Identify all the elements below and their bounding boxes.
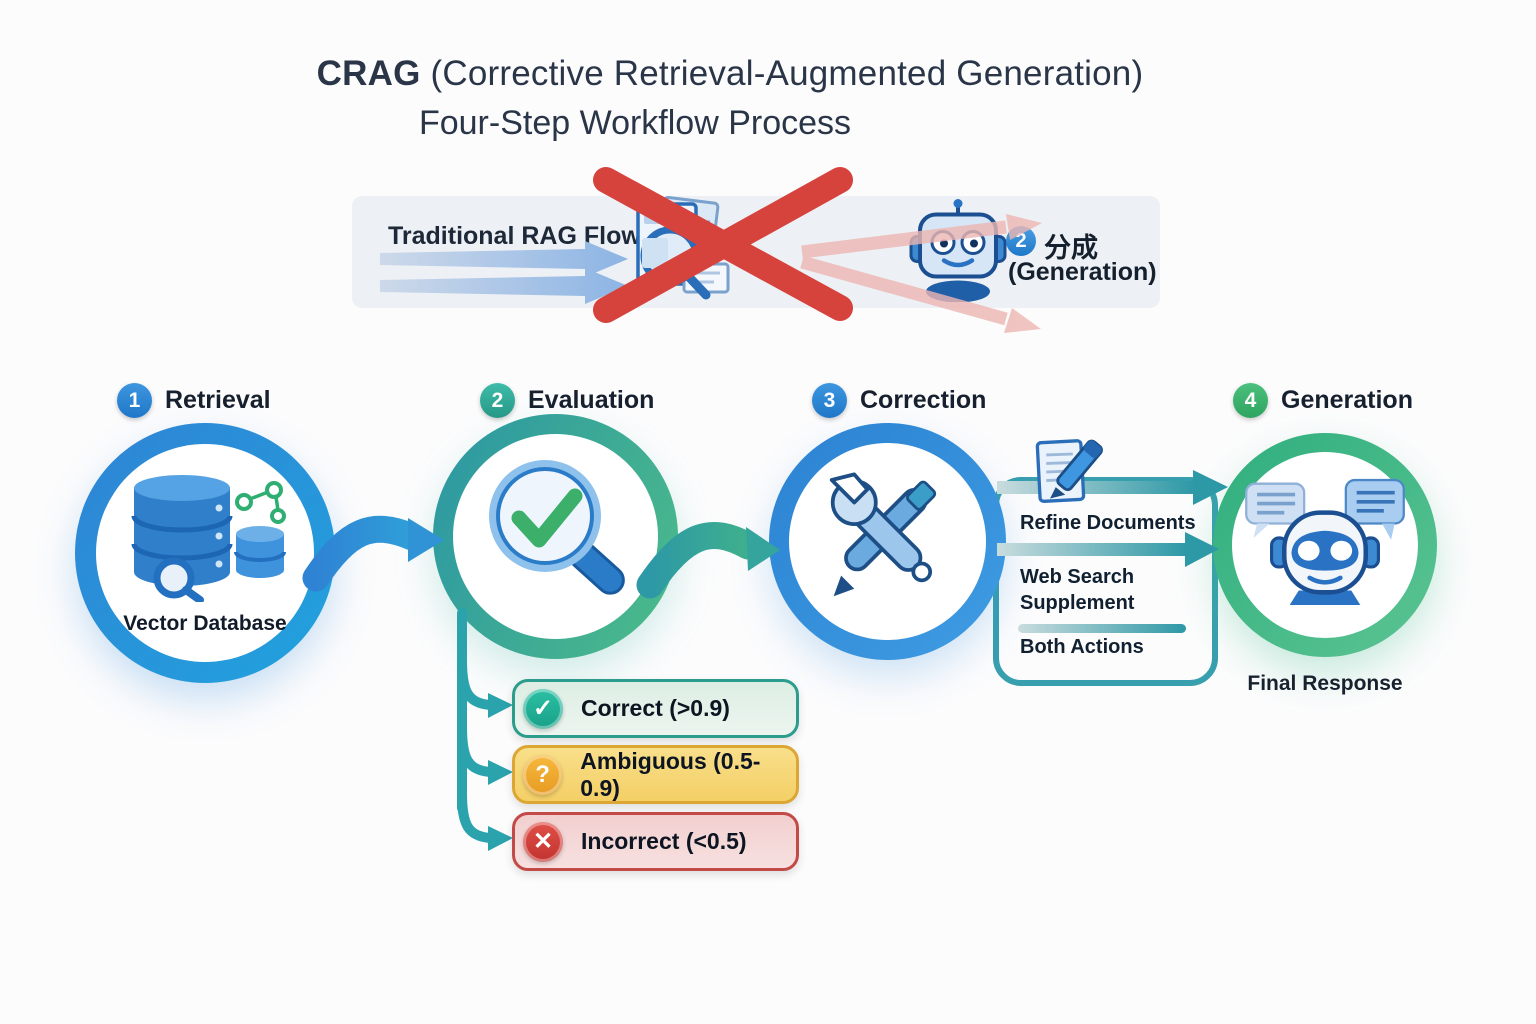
- badge-cjk-label: 分成: [1044, 233, 1098, 263]
- retrieval-circle: Vector Database: [75, 423, 335, 683]
- traditional-rag-label: Traditional RAG Flow: [388, 222, 641, 250]
- branch-correct: ✓ Correct (>0.9): [512, 679, 799, 738]
- arrow-retrieval-to-evaluation: [302, 515, 444, 592]
- vector-database-caption: Vector Database: [123, 612, 287, 635]
- step-label-retrieval: Retrieval: [165, 386, 271, 414]
- evaluation-branch-connectors: [457, 608, 495, 843]
- retrieval-circle-inner: Vector Database: [96, 444, 314, 662]
- check-icon: ✓: [523, 688, 563, 729]
- step-label-evaluation: Evaluation: [528, 386, 655, 414]
- page-title-line2: Four-Step Workflow Process: [418, 104, 852, 142]
- traditional-rag-panel: [352, 196, 1160, 308]
- cross-icon: ✕: [523, 821, 563, 862]
- badge-generation-label: (Generation): [1008, 258, 1157, 286]
- document-pencil-icon: [1035, 439, 1103, 503]
- option-refine-documents: Refine Documents: [1020, 512, 1196, 534]
- evaluation-branch-arrowheads: [488, 693, 513, 851]
- step-header-generation: 4 Generation: [1233, 383, 1413, 418]
- branch-incorrect-label: Incorrect (<0.5): [581, 828, 747, 854]
- chatbot-icon: [1245, 478, 1405, 605]
- step-number-4: 4: [1233, 383, 1268, 418]
- title-brand: CRAG: [316, 54, 421, 93]
- generation-circle: [1213, 433, 1437, 657]
- generation-circle-inner: [1232, 452, 1418, 638]
- robot-icon: [909, 199, 1007, 302]
- branch-ambiguous-label: Ambiguous (0.5-0.9): [580, 747, 761, 801]
- step-label-correction: Correction: [860, 386, 987, 414]
- question-icon: ?: [523, 754, 563, 795]
- correction-circle-inner: [789, 443, 986, 640]
- final-response-caption: Final Response: [1247, 672, 1403, 695]
- step-number-3: 3: [812, 383, 847, 418]
- badge-number-circle: 2: [1006, 226, 1036, 256]
- step-header-retrieval: 1 Retrieval: [117, 383, 271, 418]
- correction-circle: [769, 423, 1006, 660]
- evaluation-circle: [433, 414, 678, 659]
- branch-ambiguous: ? Ambiguous (0.5-0.9): [512, 745, 799, 804]
- step-number-2: 2: [480, 383, 515, 418]
- page-title: CRAG(Corrective Retrieval-Augmented Gene…: [240, 54, 1220, 94]
- option-web-search-supplement: Web Search Supplement: [1020, 566, 1135, 614]
- branch-incorrect: ✕ Incorrect (<0.5): [512, 812, 799, 871]
- documents-magnifier-icon: [636, 195, 730, 300]
- option-both-actions: Both Actions: [1020, 636, 1144, 658]
- step-number-1: 1: [117, 383, 152, 418]
- vector-database-icon: [131, 475, 286, 602]
- title-subtitle: (Corrective Retrieval-Augmented Generati…: [430, 54, 1144, 93]
- step-header-correction: 3 Correction: [812, 383, 986, 418]
- step-label-generation: Generation: [1281, 386, 1413, 414]
- step-header-evaluation: 2 Evaluation: [480, 383, 654, 418]
- branch-correct-label: Correct (>0.9): [581, 695, 730, 721]
- evaluation-circle-inner: [453, 434, 658, 639]
- magnifier-check-icon: [489, 460, 625, 595]
- wrench-pencil-icon: [829, 472, 937, 597]
